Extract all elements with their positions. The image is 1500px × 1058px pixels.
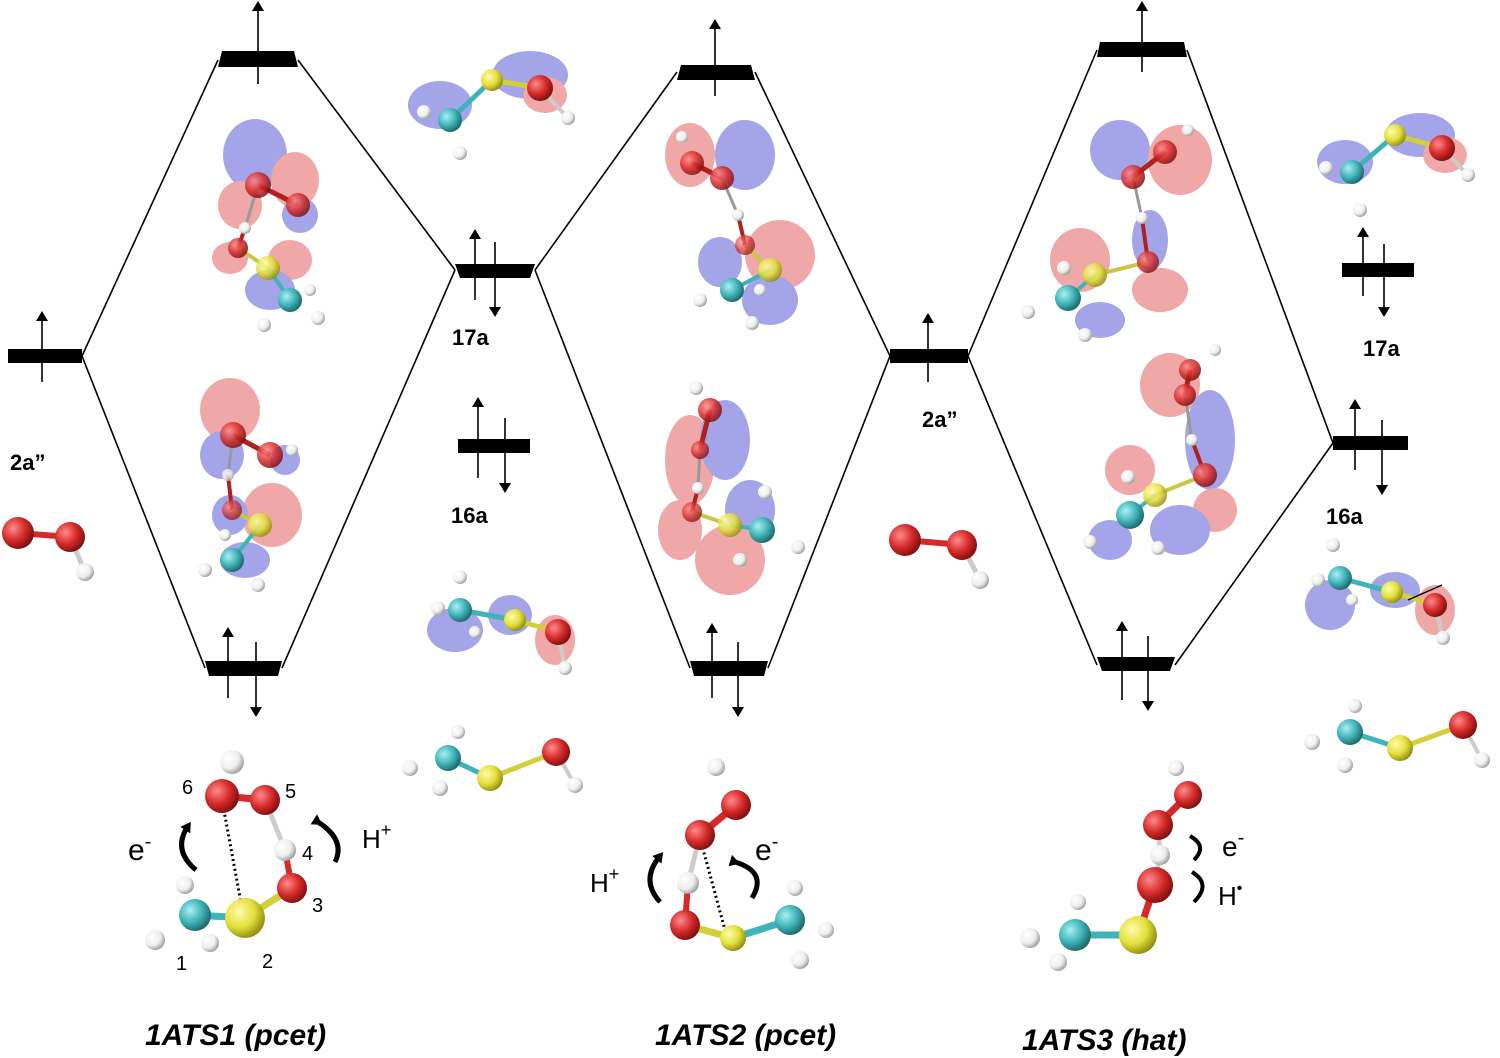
molecule-ts3-mo-lower <box>1083 344 1221 555</box>
molecule-ho2-left <box>2 517 94 581</box>
structure-ts1: 1 2 3 4 5 6 e- H+ <box>128 750 391 975</box>
molecule-ts1-mo-upper <box>228 172 325 332</box>
level-ts2-upper <box>677 65 755 80</box>
atom-oxygen <box>889 524 921 556</box>
molecule-ch3soh-17a-left <box>417 69 575 160</box>
atom-number: 3 <box>312 895 323 917</box>
molecule-ts1-mo-lower <box>198 422 298 592</box>
title-ts1: 1ATS1 (pcet) <box>145 1019 326 1052</box>
molecule-ch3soh-16a-right <box>1311 538 1450 645</box>
label-16a-right: 16a <box>1326 504 1363 529</box>
structure-ts3: e- H• <box>1020 760 1244 971</box>
curved-arrow <box>728 854 760 900</box>
lobe-blue <box>1150 505 1210 555</box>
atom-hydrogen <box>971 571 989 589</box>
corr-line <box>754 71 891 357</box>
label-electron: e- <box>1222 827 1244 862</box>
lobe-blue <box>1088 520 1132 560</box>
corr-line <box>967 355 1098 666</box>
level-16a-left <box>458 439 530 453</box>
lobe-red <box>200 378 260 442</box>
level-2a-left <box>8 349 82 363</box>
label-17a-right: 17a <box>1363 336 1400 361</box>
corr-line <box>967 49 1098 357</box>
lobe-red <box>1105 445 1155 495</box>
atom-number: 1 <box>176 953 187 975</box>
orbital-lobes <box>200 51 1467 665</box>
curved-arrow <box>310 814 341 864</box>
atom-oxygen <box>947 530 977 560</box>
molecule-ts3-mo-upper <box>1021 124 1194 342</box>
molecule-ts2-mo-upper <box>676 131 782 330</box>
label-2a-mid: 2a” <box>922 407 957 432</box>
curved-arrow <box>1190 870 1205 904</box>
corr-line <box>81 355 206 669</box>
level-17a-right <box>1342 263 1414 277</box>
molecule-ch3soh-bottom-right <box>1304 699 1490 773</box>
lobe-red <box>1132 268 1188 312</box>
level-16a-right <box>1333 436 1408 450</box>
corr-line <box>767 355 891 669</box>
curved-arrow <box>647 852 664 904</box>
molecule-ch3soh-bottom-left <box>402 725 583 796</box>
atom-number: 4 <box>302 843 313 865</box>
title-ts3: 1ATS3 (hat) <box>1022 1024 1186 1057</box>
corr-line <box>281 269 456 669</box>
lobe-blue <box>1185 390 1235 490</box>
level-2a-mid <box>890 349 968 363</box>
molecule-ch3soh-17a-right <box>1319 124 1475 217</box>
lobe-blue <box>698 237 742 287</box>
atom-oxygen <box>55 522 85 552</box>
lobe-blue <box>1090 120 1150 180</box>
label-16a-left: 16a <box>451 503 488 528</box>
label-proton: H+ <box>362 820 391 854</box>
molecule-ts2-mo-lower <box>682 381 805 567</box>
lobe-red <box>271 152 319 208</box>
level-ts3-lower <box>1097 657 1175 671</box>
atom-number: 6 <box>182 777 193 799</box>
level-ts2-lower <box>690 661 768 676</box>
structure-ts2: H+ e- <box>590 758 834 969</box>
label-2a-left: 2a” <box>10 450 45 475</box>
atom-oxygen <box>2 517 34 549</box>
orbital-labels: 2a” 17a 16a 2a” 17a 16a <box>10 325 1400 529</box>
atom-hydrogen <box>76 563 94 581</box>
atom-number: 2 <box>262 951 273 973</box>
correlation-lines <box>81 49 1334 669</box>
label-electron: e- <box>755 831 778 867</box>
lobe-blue <box>427 608 483 652</box>
electron-arrows <box>36 1 1390 717</box>
corr-line <box>534 71 678 271</box>
corr-line <box>1186 49 1334 444</box>
corr-line <box>297 59 456 271</box>
corr-line <box>1174 442 1334 666</box>
molecule-ch3soh-16a-left <box>431 570 572 675</box>
corr-line <box>534 269 691 669</box>
curved-arrow <box>1188 834 1202 862</box>
molecule-ho2-mid <box>889 524 989 589</box>
level-ts1-lower <box>205 661 282 676</box>
curved-arrow <box>179 821 198 872</box>
label-electron: e- <box>128 831 151 867</box>
title-ts2: 1ATS2 (pcet) <box>655 1019 836 1052</box>
label-17a-left: 17a <box>452 325 489 350</box>
label-proton: H+ <box>590 864 619 898</box>
lobe-blue <box>1305 580 1355 630</box>
lobe-red <box>695 525 765 595</box>
atom-number: 5 <box>285 781 296 803</box>
corr-line <box>81 59 219 357</box>
label-hydrogen: H• <box>1218 880 1242 911</box>
lobe-blue <box>223 119 287 191</box>
